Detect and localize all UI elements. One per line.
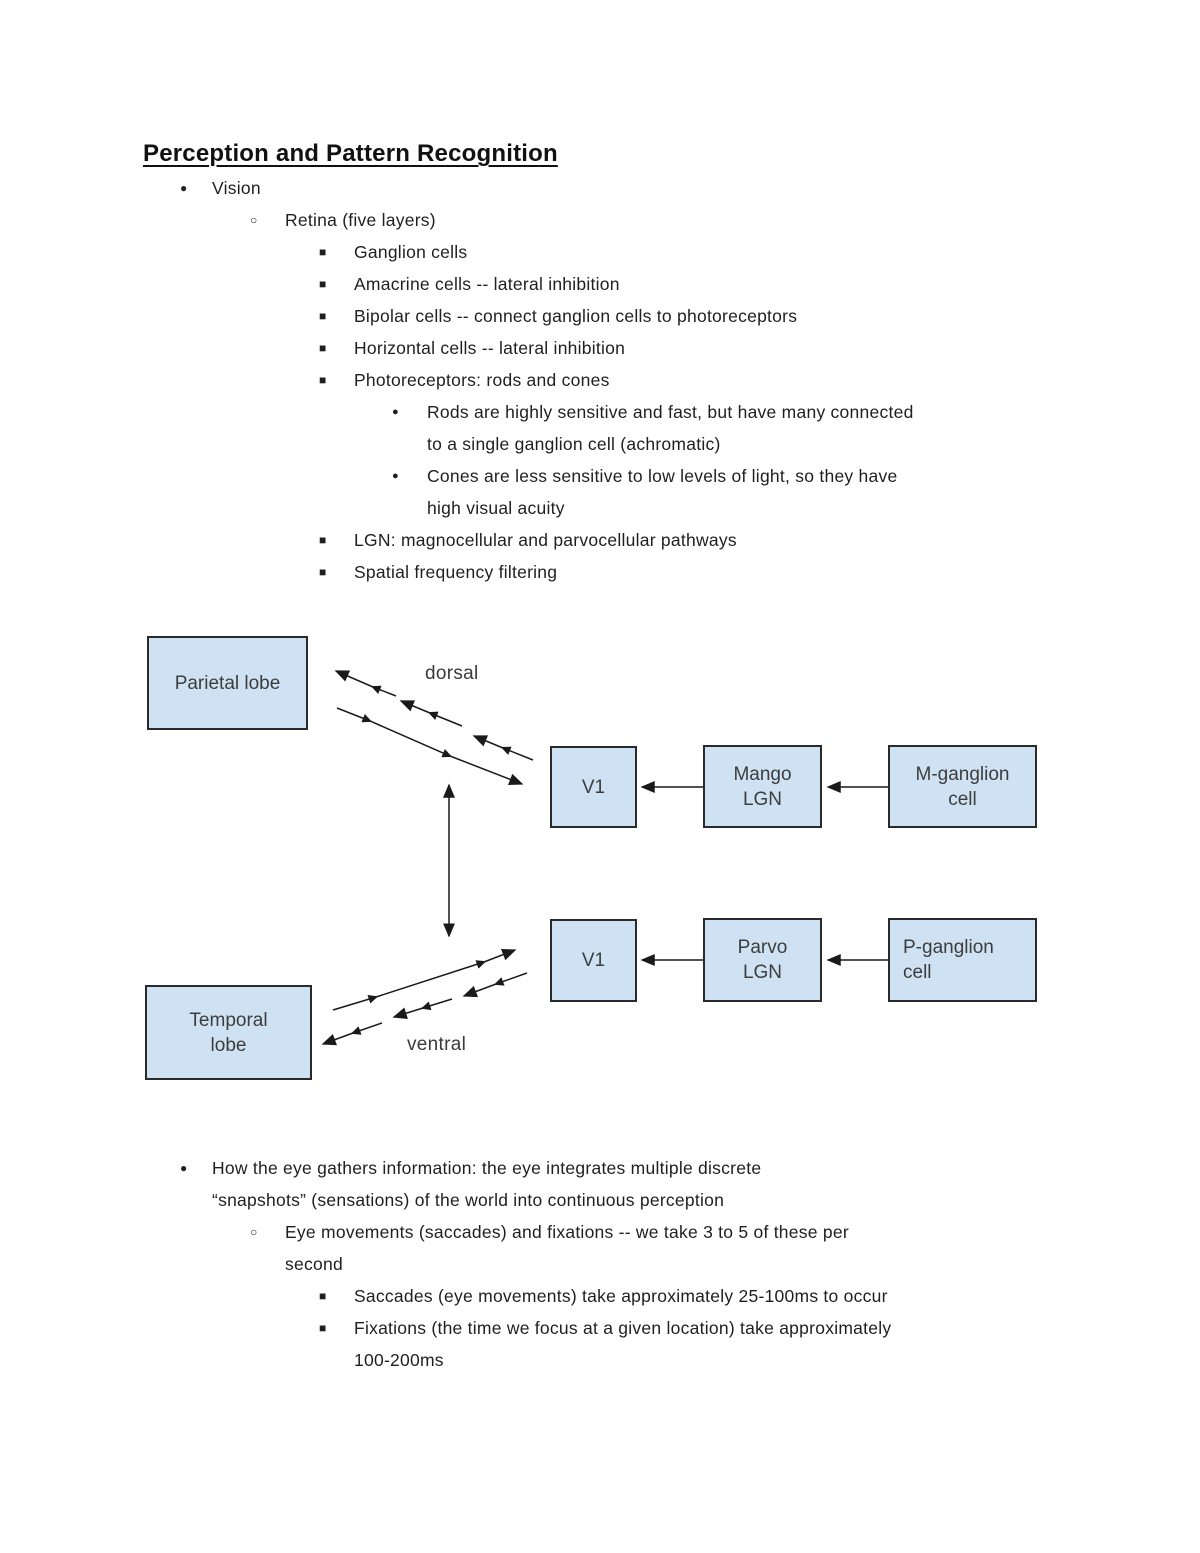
bullet-circle-icon: ○ bbox=[250, 1225, 258, 1239]
list-item-text: Bipolar cells -- connect ganglion cells … bbox=[354, 306, 798, 326]
box-v1-ventral: V1 bbox=[550, 919, 637, 1002]
list-item: ■ Horizontal cells -- lateral inhibition bbox=[143, 332, 1103, 364]
bullet-square-icon: ■ bbox=[319, 1321, 327, 1335]
dorsal-pathway-label: dorsal bbox=[425, 663, 479, 684]
list-item: ■ Ganglion cells bbox=[143, 236, 1103, 268]
bullet-square-icon: ■ bbox=[319, 341, 327, 355]
list-item-text: Ganglion cells bbox=[354, 242, 468, 262]
ventral-pathway-label: ventral bbox=[407, 1034, 467, 1055]
bullet-square-icon: ■ bbox=[319, 565, 327, 579]
list-item: ■ Spatial frequency filtering bbox=[143, 556, 1103, 588]
bullet-disc-icon: ● bbox=[180, 1161, 188, 1175]
box-temporal-lobe: Temporal lobe bbox=[145, 985, 312, 1080]
bullet-square-icon: ■ bbox=[319, 533, 327, 547]
list-item: ○ Retina (five layers) bbox=[143, 204, 1103, 236]
bullet-square-icon: ■ bbox=[319, 309, 327, 323]
box-v1-dorsal: V1 bbox=[550, 746, 637, 828]
list-item: ■ Bipolar cells -- connect ganglion cell… bbox=[143, 300, 1103, 332]
list-item: ○ Eye movements (saccades) and fixations… bbox=[143, 1216, 1103, 1280]
list-item: ● How the eye gathers information: the e… bbox=[143, 1152, 1103, 1216]
list-item-text: Saccades (eye movements) take approximat… bbox=[354, 1286, 888, 1306]
box-parvo-lgn: Parvo LGN bbox=[703, 918, 822, 1002]
outline-section-eye-gathering: ● How the eye gathers information: the e… bbox=[143, 1152, 1103, 1376]
box-magno-lgn: Mango LGN bbox=[703, 745, 822, 828]
list-item-text: Spatial frequency filtering bbox=[354, 562, 558, 582]
list-item-text: How the eye gathers information: the eye… bbox=[212, 1158, 762, 1210]
bullet-square-icon: ■ bbox=[319, 1289, 327, 1303]
list-item: ● Vision bbox=[143, 172, 1103, 204]
bullet-disc-icon: ● bbox=[180, 181, 188, 195]
list-item-text: Vision bbox=[212, 178, 261, 198]
list-item: ■ Saccades (eye movements) take approxim… bbox=[143, 1280, 1103, 1312]
list-item: ■ Amacrine cells -- lateral inhibition bbox=[143, 268, 1103, 300]
list-item-text: Amacrine cells -- lateral inhibition bbox=[354, 274, 620, 294]
box-m-ganglion-cell: M-ganglion cell bbox=[888, 745, 1037, 828]
bullet-square-icon: ■ bbox=[319, 373, 327, 387]
bullet-circle-icon: ○ bbox=[250, 213, 258, 227]
list-item-text: Photoreceptors: rods and cones bbox=[354, 370, 610, 390]
list-item-text: Fixations (the time we focus at a given … bbox=[354, 1318, 892, 1370]
list-item-text: Eye movements (saccades) and fixations -… bbox=[285, 1222, 849, 1274]
list-item-text: LGN: magnocellular and parvocellular pat… bbox=[354, 530, 737, 550]
list-item: ● Cones are less sensitive to low levels… bbox=[143, 460, 1103, 524]
outline-section-vision: ● Vision ○ Retina (five layers) ■ Gangli… bbox=[143, 172, 1103, 588]
bullet-square-icon: ■ bbox=[319, 245, 327, 259]
bullet-disc-icon: ● bbox=[392, 470, 399, 482]
page-title: Perception and Pattern Recognition bbox=[143, 140, 558, 167]
bullet-square-icon: ■ bbox=[319, 277, 327, 291]
box-parietal-lobe: Parietal lobe bbox=[147, 636, 308, 730]
bullet-disc-icon: ● bbox=[392, 406, 399, 418]
list-item: ■ LGN: magnocellular and parvocellular p… bbox=[143, 524, 1103, 556]
list-item: ■ Fixations (the time we focus at a give… bbox=[143, 1312, 1103, 1376]
list-item: ■ Photoreceptors: rods and cones bbox=[143, 364, 1103, 396]
list-item-text: Retina (five layers) bbox=[285, 210, 436, 230]
list-item-text: Horizontal cells -- lateral inhibition bbox=[354, 338, 626, 358]
box-p-ganglion-cell: P-ganglion cell bbox=[888, 918, 1037, 1002]
list-item-text: Cones are less sensitive to low levels o… bbox=[427, 466, 898, 518]
list-item: ● Rods are highly sensitive and fast, bu… bbox=[143, 396, 1103, 460]
list-item-text: Rods are highly sensitive and fast, but … bbox=[427, 402, 914, 454]
